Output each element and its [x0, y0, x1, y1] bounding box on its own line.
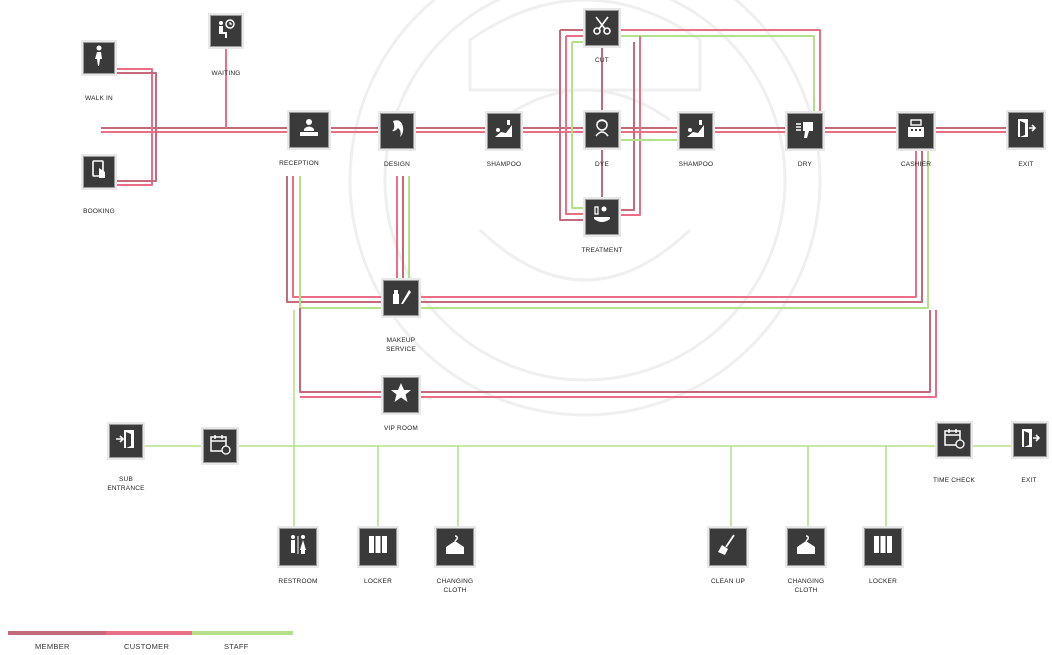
star-icon: [389, 381, 413, 410]
restroom-icon: [286, 533, 310, 562]
cashier-label: CASHIER: [881, 160, 951, 169]
hanger-icon: [443, 533, 467, 562]
time-check-label: TIME CHECK: [919, 476, 989, 485]
legend-customer-label: CUSTOMER: [124, 642, 169, 651]
treatment-label: TREATMENT: [567, 246, 637, 255]
walk-in-node: [83, 42, 115, 74]
entrance-icon: [114, 427, 138, 456]
changing-cloth-1-node: [436, 528, 474, 566]
vip-right-customer: [419, 310, 936, 397]
sub-entrance-label: SUB ENTRANCE: [91, 475, 161, 493]
changing-cloth-2-label: CHANGING CLOTH: [771, 577, 841, 595]
vip-room-node: [383, 377, 419, 413]
legend-member-swatch: [8, 631, 106, 635]
exit-icon: [1014, 116, 1038, 145]
dye-icon: [590, 116, 614, 145]
sub-entrance-node: [109, 424, 143, 458]
locker-1-label: LOCKER: [343, 577, 413, 586]
restroom-label: RESTROOM: [263, 577, 333, 586]
reception-node: [289, 112, 329, 148]
walk-icon: [87, 44, 111, 73]
booking-icon: [87, 158, 111, 187]
makeup-node: [383, 280, 419, 316]
legend-member-label: MEMBER: [35, 642, 70, 651]
treatment-icon: [590, 203, 614, 232]
calendar-icon: [208, 432, 232, 461]
walk-in-label: WALK IN: [64, 94, 134, 103]
vip-room-label: VIP ROOM: [366, 424, 436, 433]
clean-up-label: CLEAN UP: [693, 577, 763, 586]
booking-node: [83, 156, 115, 188]
changing-cloth-2-node: [787, 528, 825, 566]
dye-node: [585, 112, 619, 148]
waiting-icon: [214, 17, 238, 46]
dryer-icon: [793, 117, 817, 146]
restroom-node: [279, 528, 317, 566]
broom-icon: [716, 533, 740, 562]
makeup-label: MAKEUP SERVICE: [366, 336, 436, 354]
clean-up-node: [709, 528, 747, 566]
cashier-node: [898, 113, 934, 149]
shampoo-2-label: SHAMPOO: [661, 160, 731, 169]
shampoo-1-node: [487, 113, 521, 149]
design-node: [380, 113, 414, 149]
booking-label: BOOKING: [64, 207, 134, 216]
reception-label: RECEPTION: [264, 159, 334, 168]
cut-to-dry-staff: [619, 36, 814, 113]
scissors-icon: [590, 14, 614, 43]
time-check-node: [937, 423, 971, 457]
dye-label: DYE: [567, 160, 637, 169]
waiting-label: WAITING: [191, 69, 261, 78]
calendar-left-node: [203, 429, 237, 463]
locker-2-node: [864, 528, 902, 566]
shampoo-1-label: SHAMPOO: [469, 160, 539, 169]
exit-main-label: EXIT: [991, 160, 1052, 169]
cut-node: [585, 10, 619, 46]
cut-to-dry-customer: [619, 30, 820, 113]
locker-2-label: LOCKER: [848, 577, 918, 586]
dry-label: DRY: [770, 160, 840, 169]
makeup-icon: [389, 284, 413, 313]
design-icon: [385, 117, 409, 146]
locker-icon: [871, 533, 895, 562]
design-label: DESIGN: [362, 160, 432, 169]
calendar-icon: [942, 426, 966, 455]
legend-staff-swatch: [192, 631, 293, 635]
vip-right-member: [419, 310, 930, 392]
shampoo-icon: [684, 117, 708, 146]
reception-icon: [297, 116, 321, 145]
shampoo-2-node: [679, 113, 713, 149]
locker-1-node: [359, 528, 397, 566]
hanger-icon: [794, 533, 818, 562]
treatment-node: [585, 199, 619, 235]
loop-left-staff: [572, 42, 585, 208]
exit-main-node: [1008, 112, 1044, 148]
shampoo-icon: [492, 117, 516, 146]
changing-cloth-1-label: CHANGING CLOTH: [420, 577, 490, 595]
locker-icon: [366, 533, 390, 562]
dry-node: [787, 113, 823, 149]
legend-staff-label: STAFF: [224, 642, 249, 651]
cash-register-icon: [904, 117, 928, 146]
cut-label: CUT: [567, 56, 637, 65]
exit-staff-label: EXIT: [1007, 476, 1051, 485]
legend-customer-swatch: [106, 631, 192, 635]
loop-right-member: [619, 42, 634, 210]
exit-staff-node: [1013, 423, 1047, 457]
exit-icon: [1018, 426, 1042, 455]
waiting-node: [210, 15, 242, 47]
